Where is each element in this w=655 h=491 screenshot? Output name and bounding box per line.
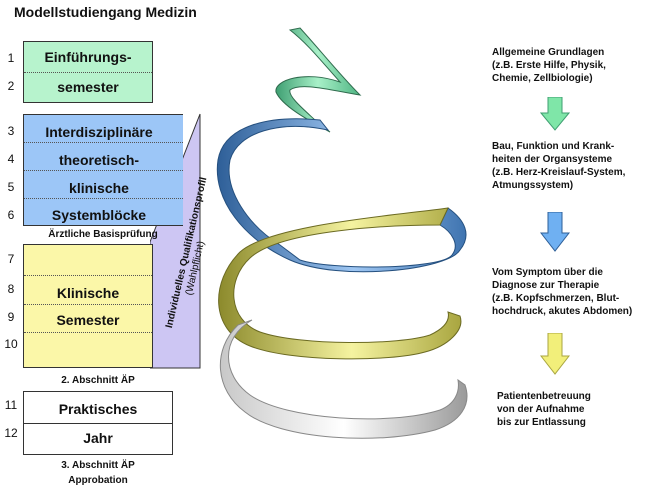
stage-line: Bau, Funktion und Krank- xyxy=(492,141,615,152)
stage-line: von der Aufnahme xyxy=(497,404,585,415)
clinical-semester-block: Klinische Semester xyxy=(23,244,153,368)
stage-line: Patientenbetreuung xyxy=(497,391,591,402)
block-label: semester xyxy=(57,79,119,95)
stage-4-description: Patientenbetreuung von der Aufnahme bis … xyxy=(497,390,647,429)
semester-number: 5 xyxy=(7,180,15,194)
stage-line: (z.B. Herz-Kreislauf-System, xyxy=(492,167,626,178)
stage-line: hochdruck, akutes Abdomen) xyxy=(492,306,633,317)
stage-line: heiten der Organsysteme xyxy=(492,154,613,165)
stage-line: (z.B. Kopfschmerzen, Blut- xyxy=(492,293,620,304)
block-label: Praktisches xyxy=(58,401,138,417)
semester-number: 7 xyxy=(7,252,15,266)
semester-number: 12 xyxy=(4,426,18,440)
spiral-ribbon xyxy=(216,27,468,439)
stage-line: (z.B. Erste Hilfe, Physik, xyxy=(492,60,606,71)
semester-number: 8 xyxy=(7,282,15,296)
semester-number: 1 xyxy=(7,51,15,65)
stage-1-description: Allgemeine Grundlagen (z.B. Erste Hilfe,… xyxy=(492,46,642,85)
block-label: Klinische xyxy=(56,285,120,301)
stage-2-description: Bau, Funktion und Krank- heiten der Orga… xyxy=(492,140,652,192)
exam-basis-label: Ärztliche Basisprüfung xyxy=(48,229,158,240)
block-label: Einführungs- xyxy=(44,49,132,65)
block-label: Interdisziplinäre xyxy=(45,124,153,140)
stage-line: Atmungssystem) xyxy=(492,180,574,191)
stage-line: Allgemeine Grundlagen xyxy=(492,47,605,58)
stage-line: Diagnose zur Therapie xyxy=(492,280,600,291)
semester-number: 3 xyxy=(7,124,15,138)
systemblocks-block: Interdisziplinäre theoretisch- klinische… xyxy=(23,114,183,226)
down-arrow-icon xyxy=(540,212,570,252)
stage-line: bis zur Entlassung xyxy=(497,417,586,428)
semester-number: 2 xyxy=(7,79,15,93)
block-label: theoretisch- xyxy=(58,152,140,168)
practical-year-block: Praktisches Jahr xyxy=(23,391,173,455)
down-arrow-icon xyxy=(540,333,570,375)
stage-3-description: Vom Symptom über die Diagnose zur Therap… xyxy=(492,266,652,318)
block-label: Jahr xyxy=(83,430,113,446)
stage-line: Vom Symptom über die xyxy=(492,267,603,278)
semester-number: 11 xyxy=(4,398,18,412)
semester-number: 9 xyxy=(7,310,15,324)
page-title: Modellstudiengang Medizin xyxy=(14,4,197,20)
block-label: Semester xyxy=(56,312,120,328)
introductory-semester-block: Einführungs- semester xyxy=(23,41,153,103)
semester-number: 6 xyxy=(7,208,15,222)
block-label: klinische xyxy=(69,180,129,196)
block-label: Systemblöcke xyxy=(51,207,147,223)
down-arrow-icon xyxy=(540,97,570,131)
approbation-label: Approbation xyxy=(68,475,128,486)
exam-third-label: 3. Abschnitt ÄP xyxy=(61,460,135,471)
qualification-profile-band xyxy=(150,113,201,369)
exam-second-label: 2. Abschnitt ÄP xyxy=(61,375,135,386)
semester-number: 10 xyxy=(4,337,18,351)
semester-number: 4 xyxy=(7,152,15,166)
stage-line: Chemie, Zellbiologie) xyxy=(492,73,593,84)
